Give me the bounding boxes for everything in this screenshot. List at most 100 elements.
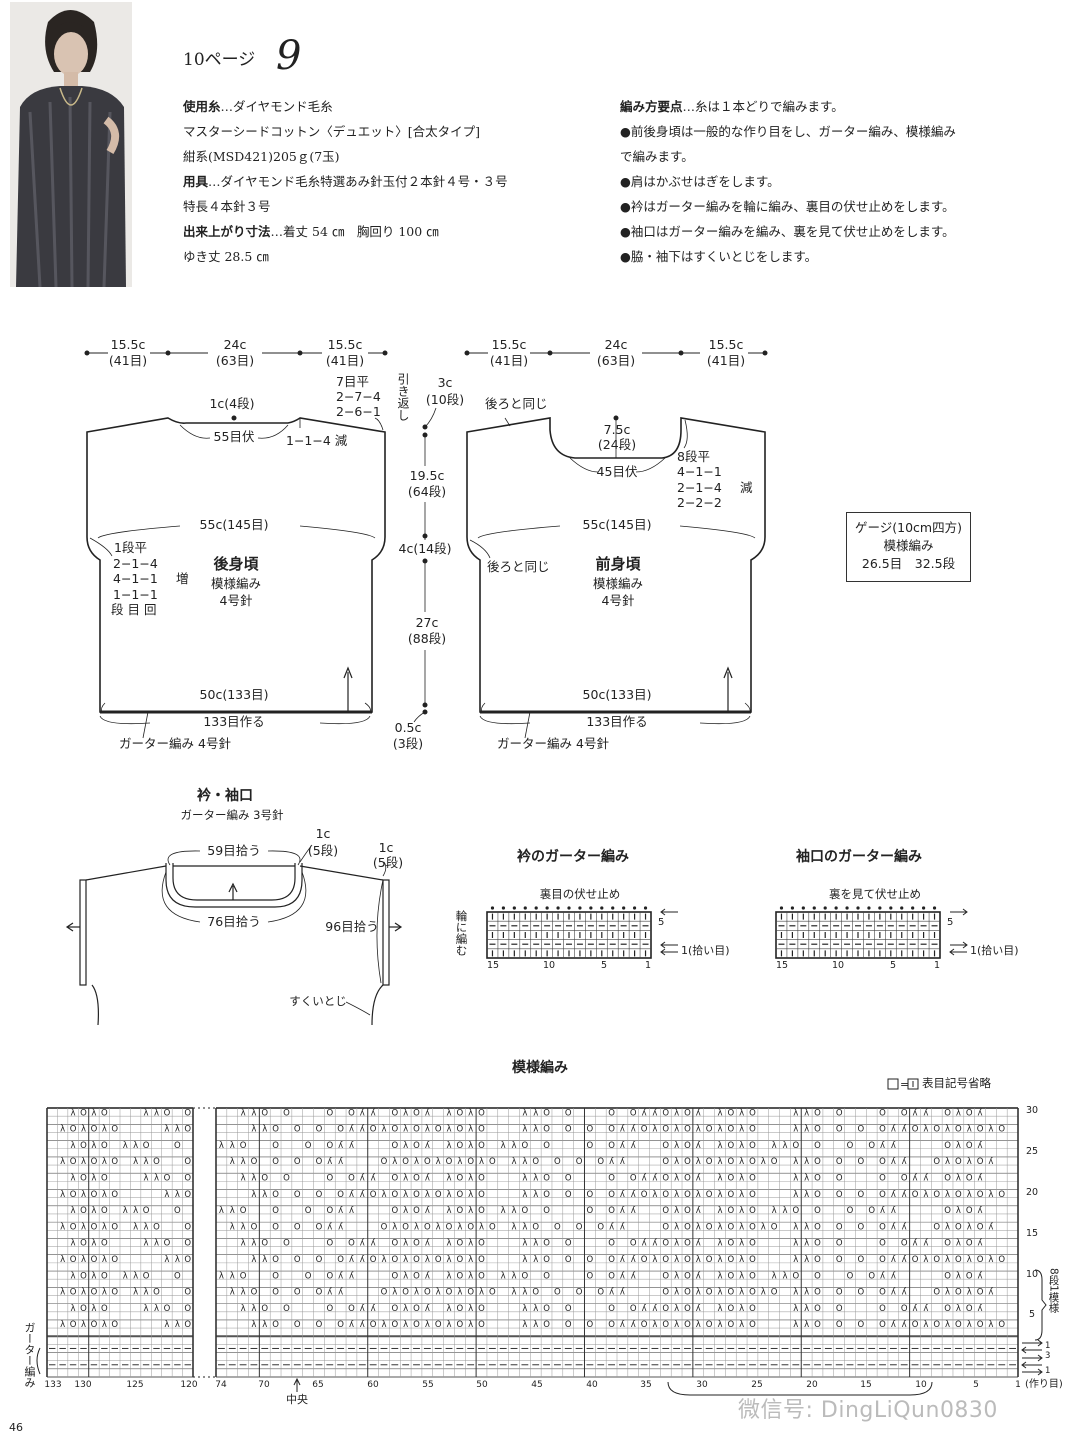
chart-symbol: λ [262,1190,267,1200]
chart-symbol: λ [241,1108,246,1118]
chart-symbol: ʎ [891,1206,896,1216]
chart-symbol: λ [479,1157,484,1167]
col-label: 10 [915,1380,927,1390]
bindoff-dot [643,906,648,910]
edging-title: 衿・袖口 [197,788,253,804]
chart-symbol: λ [674,1304,679,1314]
chart-symbol: O [608,1141,615,1151]
chart-symbol: λ [133,1271,138,1281]
chart-symbol: O [749,1222,756,1232]
chart-symbol: ʎ [631,1206,636,1216]
chart-symbol: ʎ [891,1190,896,1200]
chart-symbol: O [944,1239,951,1249]
chart-symbol: O [402,1288,409,1298]
chart-symbol: O [576,1157,583,1167]
chart-symbol: ʎ [988,1288,993,1298]
chart-symbol: ʎ [652,1108,657,1118]
chart-symbol: O [662,1141,669,1151]
chart-symbol: λ [945,1255,950,1265]
chart-symbol: λ [956,1108,961,1118]
chart-symbol: ʎ [620,1141,625,1151]
chart-symbol: λ [60,1222,65,1232]
chart-symbol: λ [446,1320,451,1330]
bindoff-dot [889,906,893,910]
chart-symbol: O [478,1304,485,1314]
chart-symbol: λ [446,1271,451,1281]
chart-symbol: ʎ [988,1157,993,1167]
chart-symbol: λ [81,1190,86,1200]
chart-symbol: O [814,1255,821,1265]
bindoff-dot [801,906,805,910]
chart-symbol: O [857,1222,864,1232]
chart-symbol: λ [945,1125,950,1135]
chart-symbol: λ [923,1125,928,1135]
chart-symbol: λ [674,1271,679,1281]
chart-symbol: O [294,1157,301,1167]
front-hem-width: 50c(133目) [582,687,652,702]
chart-symbol: λ [81,1157,86,1167]
chart-symbol: O [489,1157,496,1167]
chart-symbol: O [977,1125,984,1135]
chart-symbol: O [966,1304,973,1314]
chart-symbol: ʎ [620,1206,625,1216]
chart-symbol: λ [793,1157,798,1167]
chart-symbol: O [706,1255,713,1265]
front-dim-label: (41目) [489,353,529,368]
chart-symbol: O [337,1125,344,1135]
chart-symbol: λ [403,1173,408,1183]
chart-symbol: λ [782,1206,787,1216]
front-same-as-back: 後ろと同じ [485,396,548,411]
chart-symbol: λ [717,1271,722,1281]
chart-symbol: O [684,1141,691,1151]
chart-symbol: O [933,1222,940,1232]
chart-symbol: λ [468,1190,473,1200]
chart-symbol: O [184,1190,191,1200]
chart-symbol: λ [739,1320,744,1330]
chart-symbol: λ [956,1239,961,1249]
chart-symbol: O [814,1239,821,1249]
cuff-chart-col: 15 [775,960,789,971]
front-neck-depth: 7.5c [603,422,631,437]
chart-symbol: λ [739,1271,744,1281]
chart-symbol: λ [674,1206,679,1216]
chart-symbol: ʎ [913,1173,918,1183]
row-label: 20 [1026,1187,1039,1198]
bindoff-dot [523,906,527,910]
chart-symbol: ʎ [338,1222,343,1232]
chart-symbol: O [749,1125,756,1135]
row-label: 30 [1026,1105,1039,1116]
chart-symbol: λ [251,1108,256,1118]
chart-symbol: λ [133,1288,138,1298]
chart-symbol: O [348,1304,355,1314]
front-body-stitch: 模様編み [592,576,644,591]
chart-symbol: λ [81,1320,86,1330]
chart-symbol: λ [533,1108,538,1118]
chart-symbol: λ [71,1206,76,1216]
chart-symbol: λ [102,1255,107,1265]
chart-symbol: O [587,1141,594,1151]
chart-symbol: O [174,1141,181,1151]
chart-symbol: λ [501,1271,506,1281]
chart-symbol: O [446,1288,453,1298]
chart-symbol: O [456,1239,463,1249]
edging-label: (5段) [307,843,339,858]
back-neck-depth: 1c(4段) [209,396,255,411]
chart-symbol: λ [381,1190,386,1200]
chart-symbol: λ [804,1125,809,1135]
chart-symbol: O [413,1271,420,1281]
chart-symbol: λ [381,1125,386,1135]
chart-symbol: O [814,1157,821,1167]
chart-symbol: λ [381,1255,386,1265]
col-label: 125 [126,1380,144,1390]
chart-symbol: O [727,1222,734,1232]
chart-symbol: O [684,1190,691,1200]
chart-symbol: O [879,1108,886,1118]
chart-symbol: ʎ [609,1157,614,1167]
chart-symbol: O [413,1239,420,1249]
chart-symbol: λ [696,1157,701,1167]
chart-symbol: O [857,1255,864,1265]
chart-symbol: λ [392,1288,397,1298]
gauge-box: ゲージ(10cm四方) 模様編み 26.5目 32.5段 [846,512,971,582]
chart-symbol: λ [739,1288,744,1298]
chart-symbol: O [727,1239,734,1249]
